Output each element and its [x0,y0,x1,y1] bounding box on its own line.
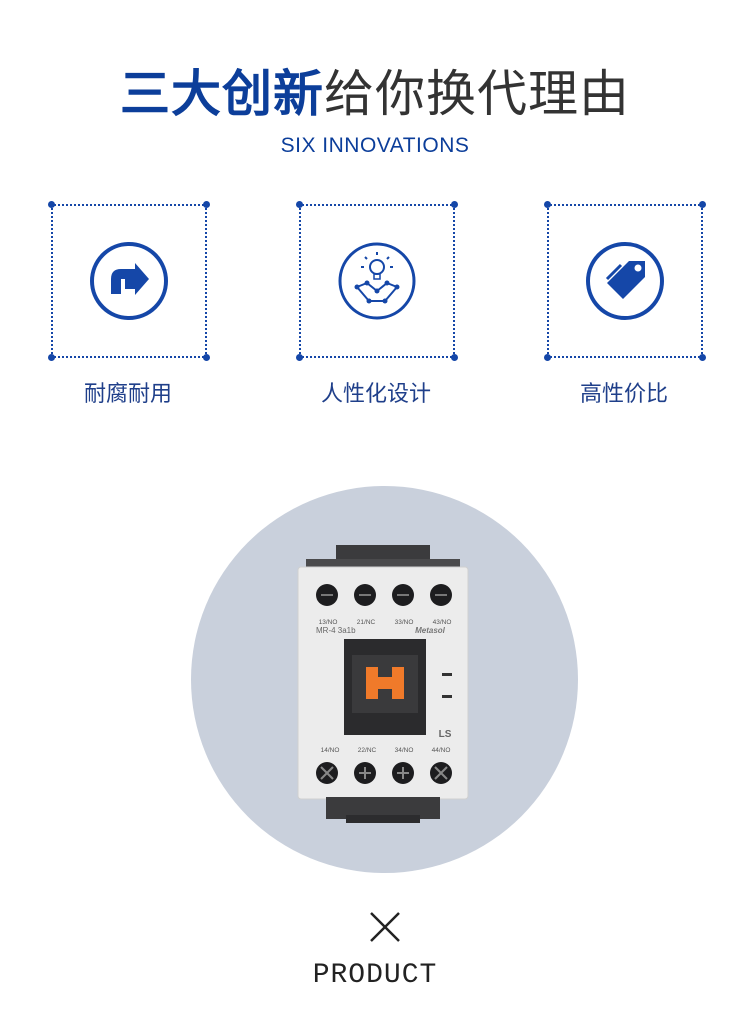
feature-card-durable: 耐腐耐用 [48,201,210,407]
dotted-frame [48,201,210,361]
dotted-frame [296,201,458,361]
price-tag-icon [586,242,664,320]
terminal-label-21: 21/NC [357,619,376,626]
terminal-label-14: 14/NO [321,747,340,754]
model-label: MR-4 3a1b [316,626,356,635]
product-label: PRODUCT [312,960,438,991]
page-title: 三大创新给你换代理由 [0,62,750,126]
lightbulb-design-icon [338,242,416,320]
feature-card-design: 人性化设计 [296,201,458,407]
terminal-label-33: 33/NO [395,619,414,626]
terminal-label-43: 43/NO [433,619,452,626]
terminal-label-34: 34/NO [395,747,414,754]
feature-label: 耐腐耐用 [83,382,172,407]
brand-label: Metasol [415,626,446,635]
feature-label: 人性化设计 [320,382,431,407]
feature-label: 高性价比 [579,382,668,407]
logo-mark: LS [439,729,452,740]
feature-card-value: 高性价比 [544,201,706,407]
subtitle: SIX INNOVATIONS [280,134,470,157]
durable-arrow-icon [90,242,168,320]
contactor-image: 13/NO 21/NC 33/NO 43/NO MR-4 3a1b Metaso… [297,545,469,823]
dotted-frame [544,201,706,361]
terminal-label-13: 13/NO [319,619,338,626]
title-bold: 三大创新 [120,65,324,123]
times-icon [370,912,400,942]
title-light: 给你换代理由 [324,65,630,123]
terminal-label-44: 44/NO [432,747,451,754]
terminal-label-22: 22/NC [358,747,377,754]
